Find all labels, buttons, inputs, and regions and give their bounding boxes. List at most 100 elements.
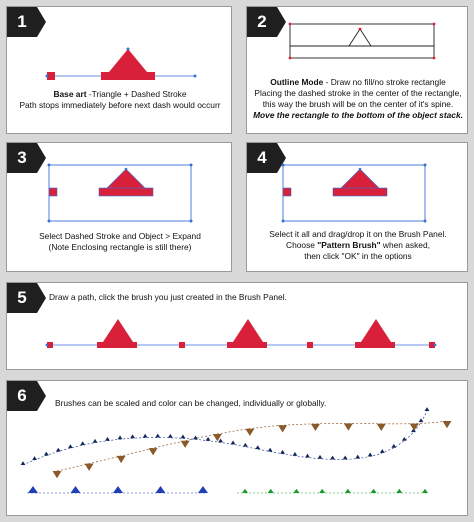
brush-mark: [418, 418, 424, 423]
brush-mark: [401, 436, 407, 441]
step-number-badge: 3: [7, 143, 46, 173]
brush-mark: [43, 451, 49, 456]
brush-mark: [293, 488, 300, 493]
brush-mark: [230, 440, 236, 445]
brush-mark: [409, 423, 419, 431]
brush-mark: [198, 486, 208, 493]
brush-mark: [342, 455, 348, 460]
step-1-panel: 1 Base art -Triangle + Dashed Stroke Pat…: [6, 6, 232, 134]
brush-mark: [52, 471, 62, 479]
brush-mark: [442, 421, 452, 429]
caption-bold: Base art: [53, 89, 87, 99]
brush-mark: [310, 423, 320, 432]
brush-mark: [167, 433, 173, 438]
caption-pre: Choose: [286, 240, 318, 250]
brush-mark: [411, 428, 416, 433]
brush-mark: [193, 435, 198, 440]
step-3-caption: Select Dashed Stroke and Object > Expand…: [11, 231, 229, 253]
caption-bold: "Pattern Brush": [317, 240, 381, 250]
brush-mark: [376, 423, 386, 431]
brush-mark: [212, 434, 222, 442]
brush-mark: [255, 445, 261, 450]
brush-mark: [218, 438, 223, 443]
brush-mark: [267, 447, 273, 452]
caption-rest: -Triangle + Dashed Stroke: [86, 89, 187, 99]
step-6-panel: 6 Brushes can be scaled and color can be…: [6, 380, 468, 516]
step-4-caption: Select it all and drag/drop it on the Br…: [251, 229, 465, 262]
brush-mark: [70, 486, 81, 493]
caption-line-2: Path stops immediately before next dash …: [19, 100, 221, 110]
brush-mark: [245, 428, 255, 436]
step-number-badge: 1: [7, 7, 46, 37]
brush-mark: [155, 433, 161, 438]
base-art-illustration: [45, 47, 197, 80]
brush-mark: [242, 488, 248, 493]
brush-mark: [242, 442, 248, 447]
brush-mark: [424, 407, 430, 411]
brush-mark: [355, 454, 361, 459]
brush-mark: [84, 463, 94, 471]
step-1-caption: Base art -Triangle + Dashed Stroke Path …: [11, 89, 229, 111]
brush-mark: [148, 448, 158, 456]
caption-line-1: Select it all and drag/drop it on the Br…: [269, 229, 447, 239]
brush-mark: [68, 444, 73, 449]
brush-mark: [379, 449, 385, 453]
caption-line-1: Select Dashed Stroke and Object > Expand: [39, 231, 201, 241]
brush-mark: [391, 443, 397, 448]
brush-mark: [330, 455, 335, 460]
brush-mark: [20, 461, 26, 465]
step-number-badge: 2: [247, 7, 286, 37]
brush-mark: [105, 436, 110, 441]
brush-mark: [92, 438, 98, 443]
step-5-panel: 5 Draw a path, click the brush you just …: [6, 282, 468, 370]
brush-mark: [278, 425, 288, 433]
brush-mark: [80, 441, 86, 446]
brush-mark: [117, 435, 123, 440]
brush-mark: [317, 454, 323, 459]
step-4-panel: 4 Select it all and drag/drop it on the …: [246, 142, 468, 272]
brush-mark: [116, 455, 126, 464]
scaled-colored-brushes-illustration: [20, 407, 452, 494]
brush-mark: [180, 440, 190, 448]
step-6-caption: Brushes can be scaled and color can be c…: [55, 398, 327, 408]
outline-mode-illustration: [288, 22, 436, 60]
brush-mark: [343, 423, 353, 431]
step-2-caption: Outline Mode - Draw no fill/no stroke re…: [251, 77, 465, 121]
brush-mark: [142, 433, 148, 438]
expanded-stroke-illustration: [47, 163, 193, 223]
brush-mark: [28, 486, 38, 493]
caption-line-2: Placing the dashed stroke in the center …: [254, 88, 462, 98]
caption-line-2: (Note Enclosing rectangle is still there…: [48, 242, 192, 252]
brush-mark: [319, 488, 326, 493]
brush-mark: [155, 486, 166, 493]
caption-rest: - Draw no fill/no stroke rectangle: [323, 77, 446, 87]
step-number-badge: 5: [7, 283, 46, 313]
brush-mark: [370, 488, 377, 493]
caption-bold: Outline Mode: [270, 77, 324, 87]
step-2-panel: 2 Outline Mode - Draw no fill/no stroke …: [246, 6, 468, 134]
pattern-brush-path-illustration: [45, 319, 437, 348]
brush-mark: [130, 434, 135, 439]
selected-art-illustration: [281, 163, 427, 223]
step-3-panel: 3 Select Dashed Stroke and Object > Expa…: [6, 142, 232, 272]
brush-mark: [422, 488, 428, 493]
step-5-caption: Draw a path, click the brush you just cr…: [49, 292, 287, 302]
brush-mark: [396, 488, 403, 493]
caption-line-3: then click "OK" in the options: [304, 251, 412, 261]
step-number-badge: 6: [7, 381, 46, 411]
brush-mark: [305, 453, 310, 458]
brush-mark: [180, 434, 186, 439]
caption-line-3: this way the brush will be on the center…: [262, 99, 454, 109]
brush-mark: [292, 451, 298, 456]
brush-mark: [267, 488, 274, 493]
brush-mark: [205, 436, 211, 441]
brush-mark: [32, 456, 37, 460]
brush-mark: [280, 449, 285, 454]
brush-mark: [367, 452, 373, 457]
brush-mark: [344, 488, 351, 493]
brush-mark: [113, 486, 123, 493]
caption-emphasis: Move the rectangle to the bottom of the …: [253, 110, 463, 120]
brush-mark: [55, 447, 61, 452]
step-number-badge: 4: [247, 143, 286, 173]
caption-post: when asked,: [380, 240, 430, 250]
